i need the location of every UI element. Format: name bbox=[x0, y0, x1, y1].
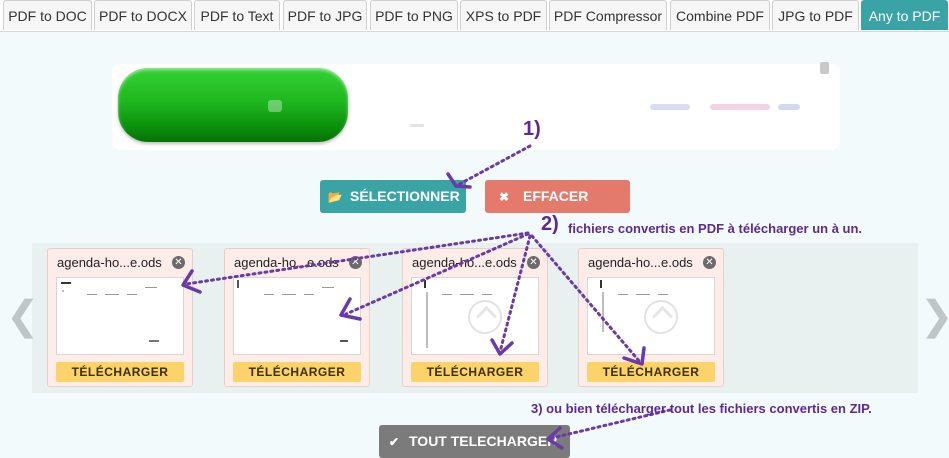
times-icon: ✖ bbox=[498, 190, 510, 204]
banner-marker bbox=[820, 62, 829, 74]
download-button[interactable]: TÉLÉCHARGER bbox=[233, 362, 361, 382]
banner-faint-text bbox=[410, 124, 424, 127]
clear-button[interactable]: ✖ EFFACER bbox=[485, 180, 630, 213]
tab-pdf-to-docx[interactable]: PDF to DOCX bbox=[94, 0, 192, 30]
close-circle-icon[interactable]: ✕ bbox=[527, 256, 540, 269]
check-icon: ✔ bbox=[388, 435, 400, 449]
file-card: agenda-ho...e.ods ✕ TÉLÉCHARGER bbox=[224, 248, 370, 387]
select-button[interactable]: 📂 SÉLECTIONNER bbox=[320, 180, 466, 213]
file-card: agenda-ho...e.ods ✕ TÉLÉCHARGER bbox=[47, 248, 193, 387]
download-button[interactable]: TÉLÉCHARGER bbox=[411, 362, 539, 382]
banner-faint-text bbox=[778, 104, 800, 110]
annotation-step-2-number: 2) bbox=[541, 213, 559, 235]
download-all-button[interactable]: ✔ TOUT TELECHARGER bbox=[379, 425, 570, 458]
close-circle-icon[interactable]: ✕ bbox=[172, 256, 185, 269]
tab-pdf-to-jpg[interactable]: PDF to JPG bbox=[283, 0, 367, 30]
chevron-right-icon[interactable]: ❯ bbox=[920, 296, 949, 336]
tab-pdf-to-doc[interactable]: PDF to DOC bbox=[3, 0, 92, 30]
watermark-logo bbox=[468, 300, 502, 334]
annotation-step-2-text: fichiers convertis en PDF à télécharger … bbox=[568, 221, 863, 236]
tab-jpg-to-pdf[interactable]: JPG to PDF bbox=[772, 0, 859, 30]
file-card: agenda-ho...e.ods ✕ TÉLÉCHARGER bbox=[578, 248, 724, 387]
file-thumbnail bbox=[587, 277, 715, 355]
file-name: agenda-ho...e.ods bbox=[588, 255, 693, 270]
chevron-left-icon[interactable]: ❮ bbox=[6, 294, 40, 338]
file-thumbnail bbox=[56, 277, 184, 355]
dotted-arrow-lines bbox=[184, 144, 672, 440]
banner-faint-text bbox=[710, 104, 770, 110]
download-button[interactable]: TÉLÉCHARGER bbox=[56, 362, 184, 382]
tab-pdf-compressor[interactable]: PDF Compressor bbox=[549, 0, 667, 30]
annotation-step-1: 1) bbox=[523, 118, 541, 140]
tab-any-to-pdf[interactable]: Any to PDF bbox=[861, 0, 948, 30]
folder-open-icon: 📂 bbox=[327, 190, 343, 204]
tab-pdf-to-text[interactable]: PDF to Text bbox=[194, 0, 280, 30]
converter-tab-bar: PDF to DOC PDF to DOCX PDF to Text PDF t… bbox=[0, 0, 949, 32]
watermark-logo bbox=[644, 300, 678, 334]
file-thumbnail bbox=[411, 277, 539, 355]
annotation-step-3-text: 3) ou bien télécharger tout les fichiers… bbox=[531, 401, 872, 416]
download-all-label: TOUT TELECHARGER bbox=[409, 433, 558, 449]
file-name: agenda-ho...e.ods bbox=[57, 255, 162, 270]
close-circle-icon[interactable]: ✕ bbox=[703, 256, 716, 269]
clear-button-label: EFFACER bbox=[523, 188, 589, 204]
green-banner-button bbox=[118, 68, 348, 142]
tab-combine-pdf[interactable]: Combine PDF bbox=[670, 0, 770, 30]
download-button[interactable]: TÉLÉCHARGER bbox=[587, 362, 715, 382]
tab-pdf-to-png[interactable]: PDF to PNG bbox=[370, 0, 458, 30]
file-name: agenda-ho...e.ods bbox=[412, 255, 517, 270]
close-circle-icon[interactable]: ✕ bbox=[349, 256, 362, 269]
arrow-heads bbox=[181, 172, 646, 450]
select-button-label: SÉLECTIONNER bbox=[350, 188, 460, 204]
tab-xps-to-pdf[interactable]: XPS to PDF bbox=[460, 0, 547, 30]
file-card: agenda-ho...e.ods ✕ TÉLÉCHARGER bbox=[402, 248, 548, 387]
banner-faint-text bbox=[650, 104, 690, 110]
